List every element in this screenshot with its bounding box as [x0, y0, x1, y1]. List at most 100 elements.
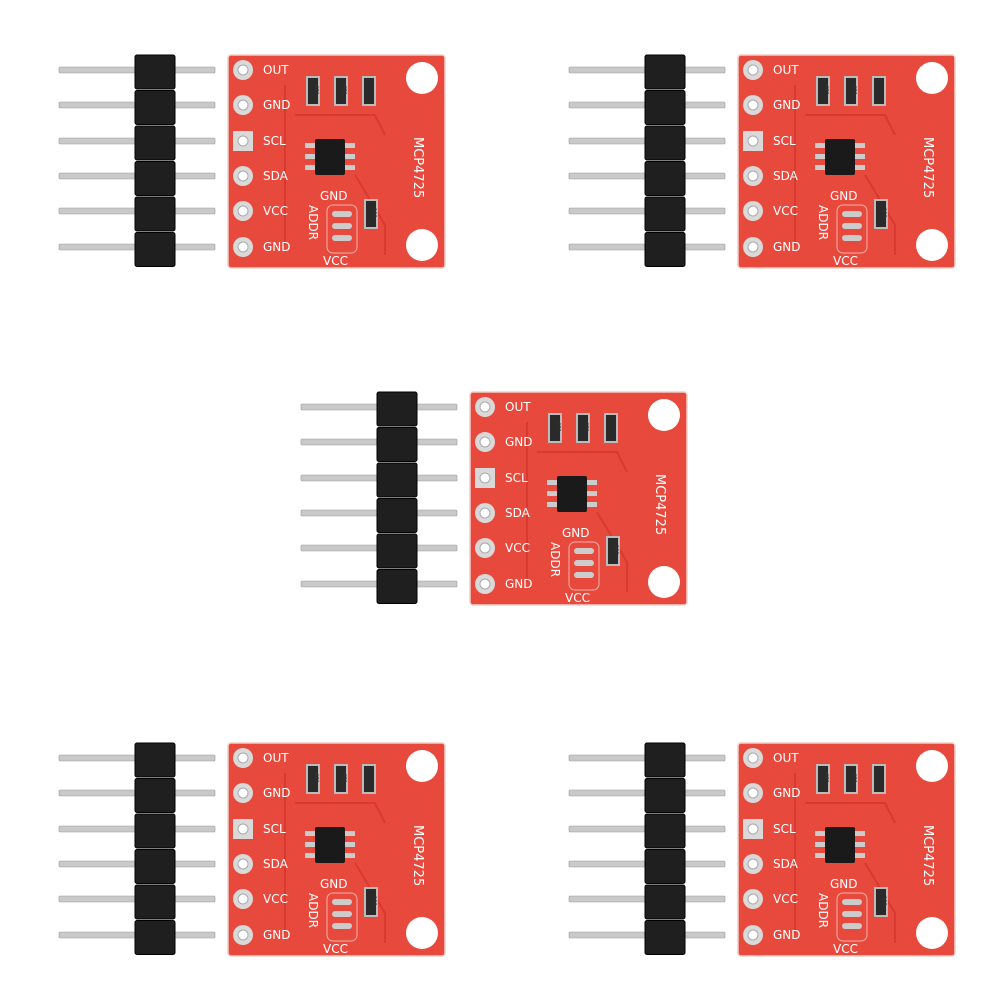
addr-jumper — [326, 204, 358, 254]
pin-label: VCC — [773, 892, 798, 906]
header-block — [644, 920, 686, 955]
smd-resistor — [306, 764, 320, 794]
pin-label: OUT — [505, 400, 531, 414]
header-block — [134, 884, 176, 920]
header-block — [644, 778, 686, 813]
smd-resistor — [816, 764, 830, 794]
pad-hole — [747, 99, 759, 111]
jumper-pad — [332, 211, 352, 217]
jumper-pad — [574, 548, 594, 554]
resistor-code: 472 — [555, 422, 561, 432]
header-block — [376, 462, 418, 498]
smd-resistor — [872, 76, 886, 106]
smd-resistor — [844, 76, 858, 106]
pad-hole — [237, 64, 249, 76]
chip-lead — [585, 491, 597, 496]
pin-header — [568, 742, 726, 955]
board-name: MCP4725 — [920, 825, 935, 886]
pad-hole — [479, 472, 491, 484]
pad-hole — [237, 752, 249, 764]
pad-hole — [237, 135, 249, 147]
header-block — [644, 90, 686, 125]
pad-hole — [747, 241, 759, 253]
pad-hole — [479, 542, 491, 554]
pin-label: SCL — [773, 822, 796, 836]
header-block — [376, 569, 418, 604]
header-block — [134, 920, 176, 955]
pin-header — [58, 742, 216, 955]
header-block — [134, 742, 176, 778]
resistor-code: 103 — [881, 896, 887, 906]
mounting-hole — [648, 566, 680, 598]
smd-resistor — [606, 536, 620, 566]
pin-label: GND — [263, 240, 291, 254]
jumper-pad — [332, 899, 352, 905]
addr-gnd-label: GND — [830, 189, 858, 203]
chip-lead — [343, 842, 355, 847]
chip-lead — [815, 831, 827, 836]
addr-label: ADDR — [548, 542, 562, 577]
addr-jumper — [836, 204, 868, 254]
resistor-code: 472 — [851, 773, 857, 783]
smd-resistor — [362, 76, 376, 106]
pin-label: GND — [773, 98, 801, 112]
chip-lead — [305, 165, 317, 170]
chip-lead — [547, 502, 559, 507]
pin-label: SCL — [263, 134, 286, 148]
pin-label: VCC — [263, 892, 288, 906]
header-block — [134, 161, 176, 196]
chip-lead — [853, 853, 865, 858]
smd-resistor — [816, 76, 830, 106]
addr-vcc-label: VCC — [323, 254, 348, 268]
header-block — [134, 232, 176, 267]
chip-lead — [343, 143, 355, 148]
mounting-hole — [916, 229, 948, 261]
addr-jumper — [836, 892, 868, 942]
smd-resistor — [334, 76, 348, 106]
smd-resistor — [844, 764, 858, 794]
pcb-trace — [794, 773, 896, 943]
pin-label: OUT — [263, 751, 289, 765]
addr-vcc-label: VCC — [565, 591, 590, 605]
pad-hole — [479, 401, 491, 413]
jumper-pad — [842, 899, 862, 905]
jumper-pad — [842, 911, 862, 917]
chip-lead — [547, 491, 559, 496]
pad-hole — [237, 787, 249, 799]
pin-header — [300, 391, 458, 604]
smd-resistor — [874, 199, 888, 229]
addr-jumper — [568, 541, 600, 591]
pin-label: SCL — [505, 471, 528, 485]
board-name: MCP4725 — [410, 825, 425, 886]
jumper-pad — [842, 235, 862, 241]
pin-label: GND — [773, 928, 801, 942]
smd-resistor — [364, 887, 378, 917]
pin-label: GND — [263, 928, 291, 942]
pad-hole — [747, 929, 759, 941]
header-block — [134, 54, 176, 90]
pin-label: SCL — [263, 822, 286, 836]
chip-lead — [305, 143, 317, 148]
mounting-hole — [648, 399, 680, 431]
header-block — [134, 196, 176, 232]
pad-hole — [747, 135, 759, 147]
pin-label: OUT — [773, 751, 799, 765]
smd-resistor — [362, 764, 376, 794]
resistor-code: 472 — [313, 773, 319, 783]
resistor-code: 472 — [823, 773, 829, 783]
pin-header — [568, 54, 726, 267]
pcb-trace — [284, 85, 386, 255]
mounting-hole — [406, 229, 438, 261]
smd-resistor — [334, 764, 348, 794]
smd-resistor — [548, 413, 562, 443]
chip-lead — [853, 143, 865, 148]
dac-chip — [315, 827, 345, 863]
pad-hole — [747, 752, 759, 764]
smd-resistor — [576, 413, 590, 443]
header-block — [134, 849, 176, 884]
addr-vcc-label: VCC — [323, 942, 348, 956]
chip-lead — [815, 143, 827, 148]
chip-lead — [343, 831, 355, 836]
